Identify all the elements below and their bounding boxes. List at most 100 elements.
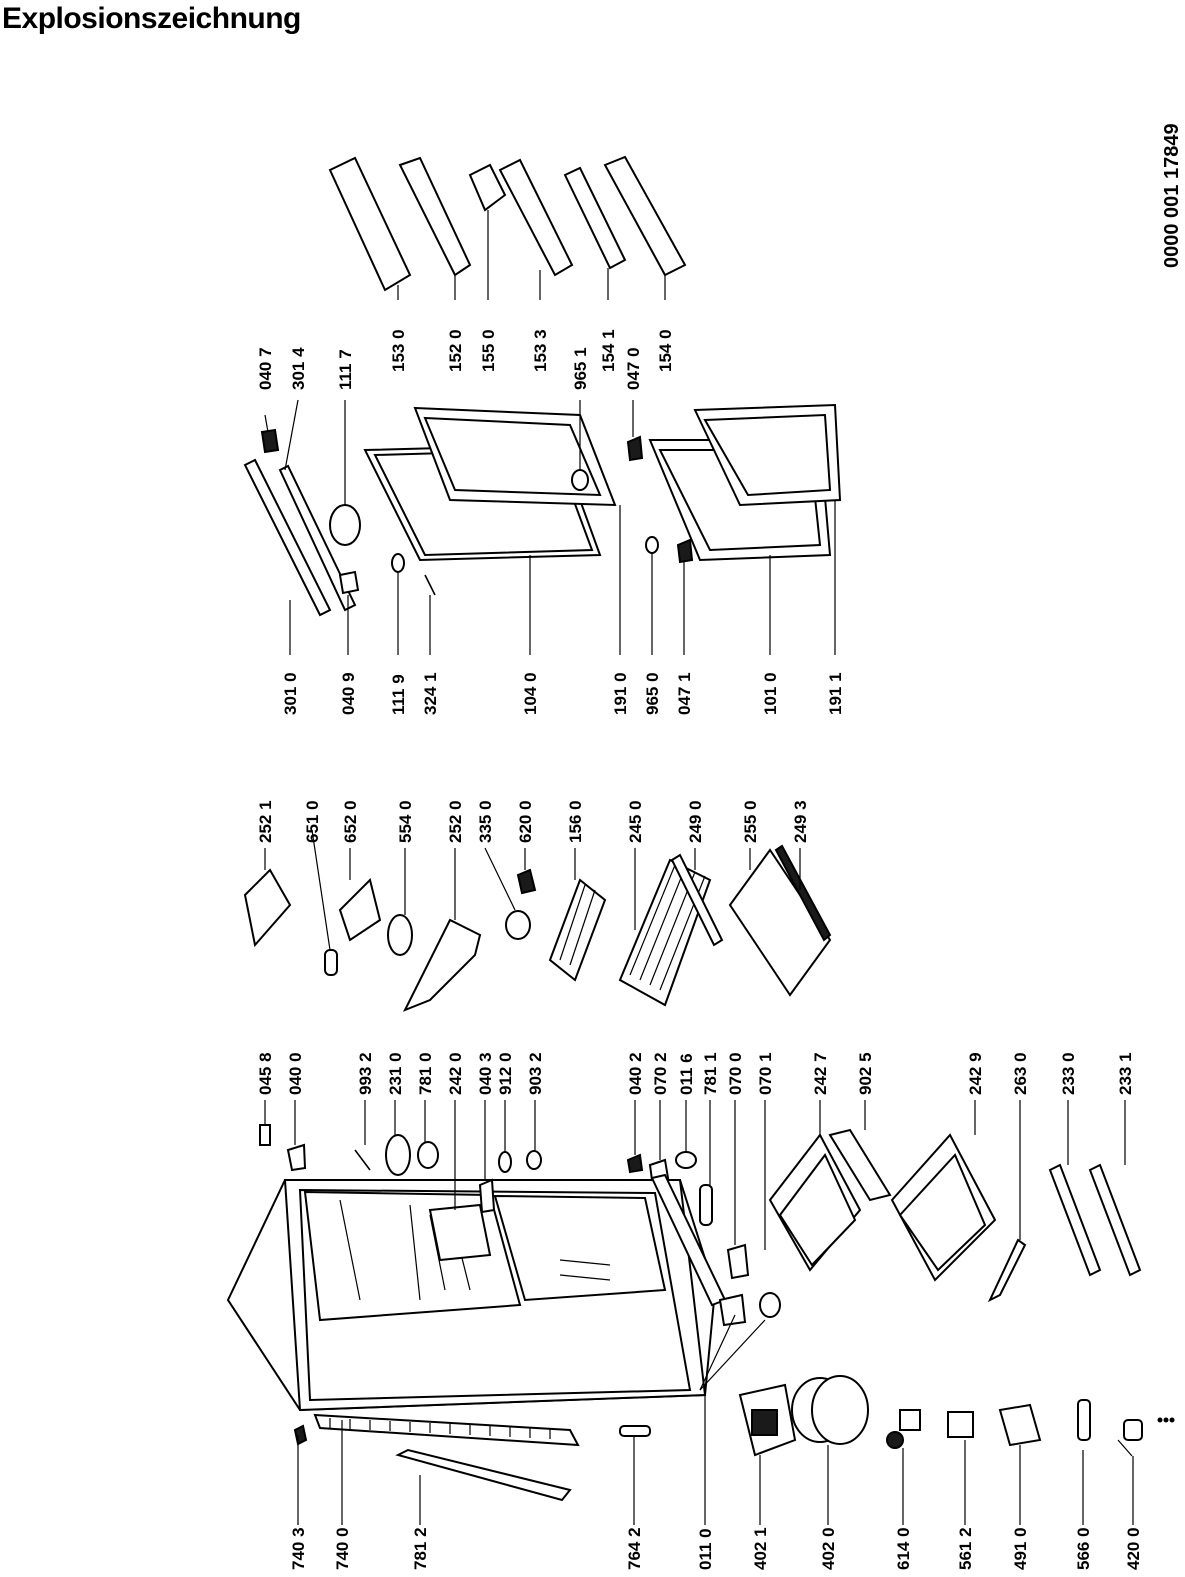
hinge-cover-2: [645, 536, 659, 554]
part-label: 070 0: [726, 1052, 745, 1095]
door-shelf-2: [498, 158, 574, 277]
control-panel: [243, 868, 292, 948]
part-label: 764 2: [625, 1527, 644, 1570]
hinge-top: [286, 1143, 307, 1172]
part-label: 242 9: [966, 1052, 985, 1095]
part-label: 614 0: [894, 1527, 913, 1570]
dot-marker: [1157, 1417, 1163, 1423]
part-label: 652 0: [341, 800, 360, 843]
part-label: 903 2: [526, 1052, 545, 1095]
part-label: 040 3: [476, 1052, 495, 1095]
part-label: 781 1: [701, 1052, 720, 1095]
sensor-tube: [1077, 1399, 1091, 1441]
part-label: 233 0: [1059, 1052, 1078, 1095]
clip-small: [338, 570, 360, 595]
part-label: 781 0: [416, 1052, 435, 1095]
butter-cover: [328, 156, 412, 292]
part-label: 040 7: [256, 347, 275, 390]
part-label: 233 1: [1116, 1052, 1135, 1095]
hinge-middle: [478, 1178, 496, 1214]
dot-marker: [1169, 1417, 1175, 1423]
knob: [505, 910, 531, 940]
base-rail: [395, 1448, 572, 1502]
document-id: 0000 001 17849: [1161, 123, 1183, 268]
spring: [424, 574, 436, 596]
part-label: 965 1: [571, 347, 590, 390]
part-label: 561 2: [956, 1527, 975, 1570]
part-label: 101 0: [761, 672, 780, 715]
part-label: 255 0: [741, 800, 760, 843]
part-label: 301 4: [289, 347, 308, 390]
part-label: 070 1: [756, 1052, 775, 1095]
hinge-cap-2: [626, 435, 644, 462]
slide-rail-2: [1088, 1163, 1142, 1277]
thermostat-knob: [417, 1141, 439, 1169]
part-label: 070 2: [651, 1052, 670, 1095]
part-label: 252 1: [256, 800, 275, 843]
adjustable-foot: [759, 1292, 781, 1318]
part-label: 040 9: [339, 672, 358, 715]
screw-cap: [526, 1150, 542, 1170]
part-label: 111 7: [336, 349, 355, 390]
vegetable-drawer: [890, 1133, 997, 1282]
hinge-cover: [571, 469, 589, 491]
part-label: 011 6: [677, 1053, 696, 1095]
part-label: 402 0: [819, 1527, 838, 1570]
condenser-grille: [313, 1413, 580, 1447]
lamp-cover: [385, 1134, 411, 1176]
overload-cover: [998, 1403, 1042, 1447]
shelf-edge: [670, 853, 724, 947]
part-label: 263 0: [1011, 1052, 1030, 1095]
compressor-cover: [738, 1383, 797, 1457]
drawer-front-strip: [828, 1128, 892, 1202]
plug: [259, 1124, 271, 1146]
part-label: 324 1: [421, 672, 440, 715]
crisper-lid: [768, 1133, 862, 1272]
part-label: 245 0: [626, 800, 645, 843]
cabinet: [226, 1179, 717, 1412]
part-label: 047 0: [624, 347, 643, 390]
part-label: 993 2: [356, 1052, 375, 1095]
part-label: 191 1: [826, 672, 845, 715]
door-shelf-1: [398, 156, 472, 277]
top-door-trim: [243, 458, 332, 617]
thermostat: [324, 949, 338, 976]
part-label: 902 5: [856, 1052, 875, 1095]
part-label: 153 0: [389, 329, 408, 372]
part-label: 231 0: [386, 1052, 405, 1095]
drawer-rail: [987, 1238, 1027, 1303]
part-label: 111 9: [389, 674, 408, 715]
part-label: 155 0: [479, 329, 498, 372]
ice-tray: [548, 878, 607, 982]
part-label: 156 0: [566, 800, 585, 843]
door-shelf-3: [603, 155, 687, 277]
part-label: 011 0: [696, 1528, 715, 1570]
door-gasket-bottom: [693, 403, 842, 507]
part-label: 242 0: [446, 1052, 465, 1095]
hinge-bracket: [726, 1243, 750, 1280]
wire: [354, 1149, 371, 1171]
part-label: 740 0: [333, 1527, 352, 1570]
start-relay: [947, 1411, 974, 1438]
capacitor: [1117, 1419, 1143, 1457]
pin: [699, 1184, 713, 1226]
cap: [391, 553, 405, 573]
badge: [329, 504, 361, 546]
part-label: 420 0: [1124, 1527, 1143, 1570]
hinge-pin: [619, 1425, 651, 1437]
lower-hinge: [718, 1293, 747, 1327]
shelf-trim: [774, 844, 832, 942]
part-label: 047 1: [675, 672, 694, 715]
clip-top: [260, 428, 280, 454]
part-label: 154 0: [656, 329, 675, 372]
thermostat-housing: [338, 878, 382, 942]
part-label: 335 0: [476, 800, 495, 843]
part-label: 781 2: [411, 1527, 430, 1570]
bottle-divider: [563, 166, 627, 270]
part-label: 651 0: [303, 800, 322, 843]
part-label: 249 3: [791, 800, 810, 843]
part-label: 252 0: [446, 800, 465, 843]
part-label: 153 3: [531, 329, 550, 372]
part-label: 152 0: [446, 329, 465, 372]
